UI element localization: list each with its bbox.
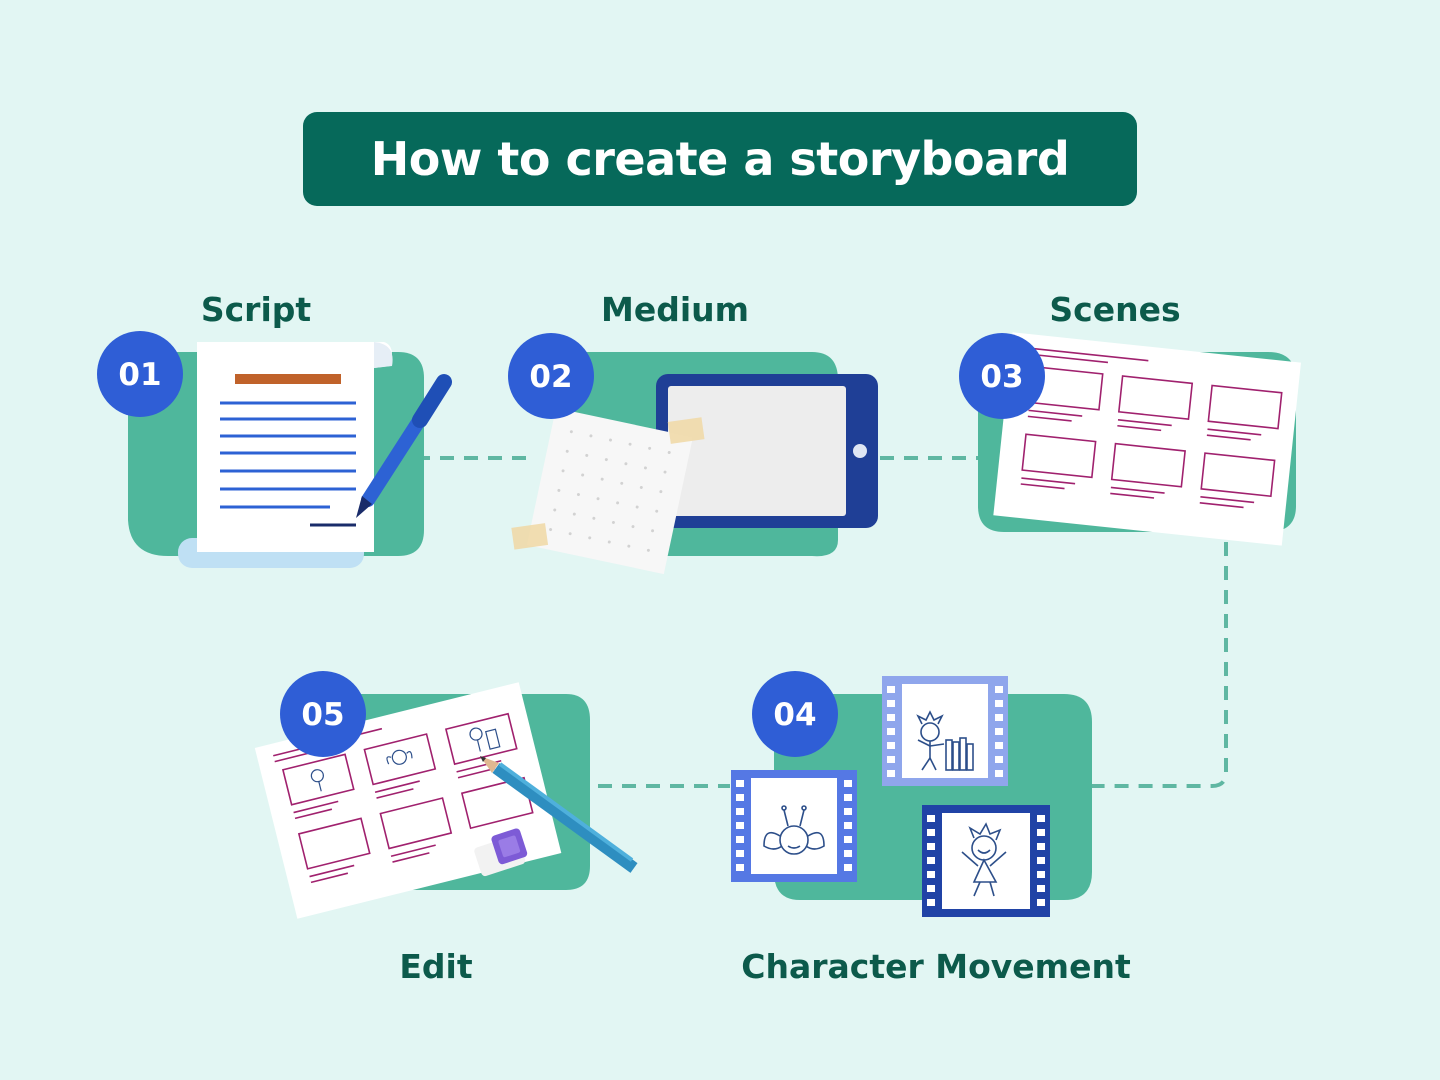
step-01-label: Script [200,290,312,329]
film-frame-left-icon [731,770,857,882]
step-05-illustration: 05 [254,671,638,919]
step-01-illustration: 01 [97,331,452,568]
title-banner: How to create a storyboard [303,112,1137,206]
step-03-label: Scenes [1049,290,1181,329]
step-05-number: 05 [301,697,344,733]
step-04-illustration: 04 [731,671,1092,917]
connector-03-04 [1092,542,1228,788]
step-02-number: 02 [529,359,572,395]
film-frame-top-icon [882,676,1008,786]
step-02-label: Medium [600,290,750,329]
step-01-badge: 01 [97,331,183,417]
scene-sheet-icon [993,332,1301,546]
page-title: How to create a storyboard [370,132,1070,186]
step-01-number: 01 [118,357,161,393]
pen-icon [356,374,452,518]
step-04-label: Character Movement [741,947,1131,986]
step-03-number: 03 [980,359,1023,395]
script-scroll-icon [178,342,393,568]
step-03-badge: 03 [959,333,1045,419]
pencil-icon [480,756,638,873]
film-frame-right-icon [922,805,1050,917]
tablet-icon [656,374,878,528]
step-05-label: Edit [399,947,473,986]
process-connectors [392,456,1228,788]
step-02-badge: 02 [508,333,594,419]
step-04-badge: 04 [752,671,838,757]
step-02-illustration: 02 [508,333,878,575]
paper-note-icon [511,408,705,575]
step-05-badge: 05 [280,671,366,757]
eraser-icon [474,828,528,877]
step-03-illustration: 03 [959,332,1301,546]
step-04-number: 04 [773,697,816,733]
